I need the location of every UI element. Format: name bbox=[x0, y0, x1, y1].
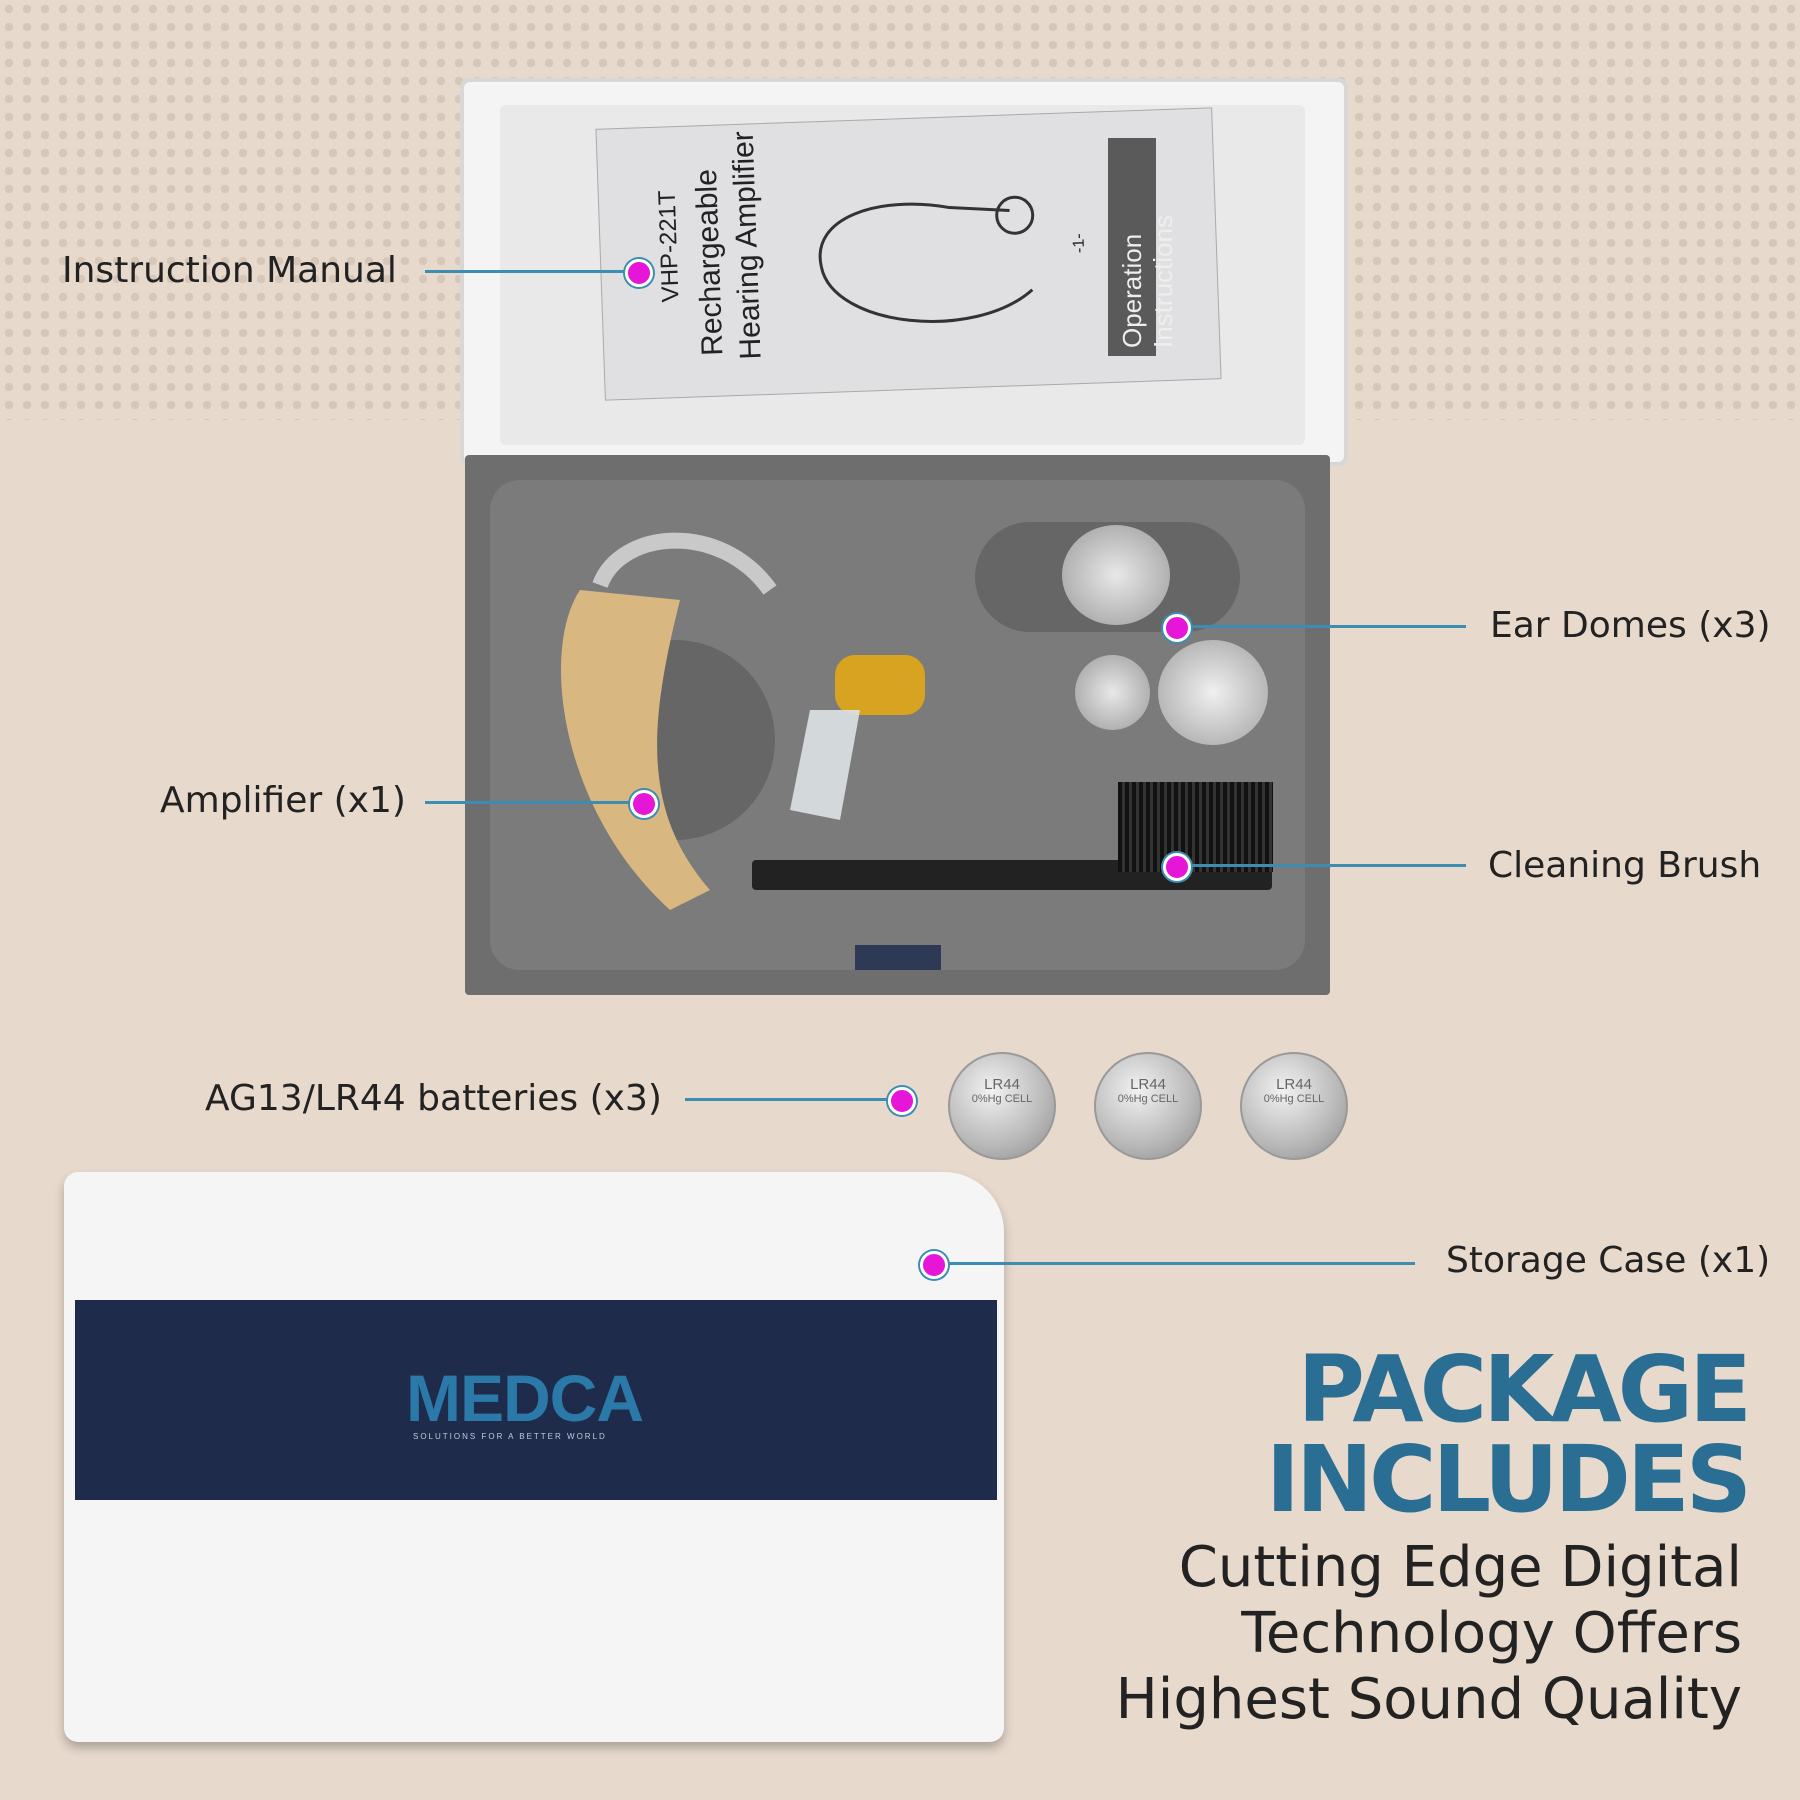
subheading-line3: Highest Sound Quality bbox=[1115, 1667, 1742, 1732]
ear-dome-small bbox=[1075, 655, 1150, 730]
callout-storage-case: Storage Case (x1) bbox=[1446, 1240, 1771, 1281]
hearing-aid-drawing-icon bbox=[818, 195, 1035, 323]
operation-instructions-box: Operation Instructions bbox=[1108, 138, 1178, 356]
callout-line-amplifier bbox=[425, 801, 640, 804]
amplifier-device bbox=[560, 532, 925, 910]
brand-tagline: SOLUTIONS FOR A BETTER WORLD bbox=[413, 1432, 607, 1441]
callout-instruction-manual: Instruction Manual bbox=[62, 250, 397, 291]
manual-title-line2: Hearing Amplifier bbox=[726, 130, 768, 361]
case-latch bbox=[855, 945, 941, 970]
ear-dome-medium bbox=[1158, 640, 1268, 745]
ear-dome-large bbox=[1062, 525, 1170, 625]
callout-dot-domes bbox=[1163, 614, 1191, 642]
battery-3-sub: 0%Hg CELL bbox=[1263, 1093, 1325, 1105]
battery-3: LR44 0%Hg CELL bbox=[1240, 1052, 1348, 1160]
callout-batteries: AG13/LR44 batteries (x3) bbox=[205, 1078, 662, 1119]
headline-line1: PACKAGE bbox=[1297, 1336, 1752, 1443]
battery-3-label: LR44 bbox=[1276, 1076, 1312, 1093]
battery-2-label: LR44 bbox=[1130, 1076, 1166, 1093]
subheading-line1: Cutting Edge Digital bbox=[1178, 1535, 1742, 1600]
battery-2-sub: 0%Hg CELL bbox=[1117, 1093, 1179, 1105]
callout-line-case bbox=[940, 1262, 1415, 1265]
manual-title-line1: Rechargeable bbox=[689, 168, 730, 357]
callout-line-domes bbox=[1178, 625, 1466, 628]
instruction-manual: VHP-221T Rechargeable Hearing Amplifier … bbox=[595, 107, 1222, 401]
cleaning-brush-bristles bbox=[1118, 782, 1273, 872]
callout-line-manual bbox=[425, 270, 635, 273]
callout-dot-amplifier bbox=[630, 790, 658, 818]
callout-ear-domes: Ear Domes (x3) bbox=[1490, 605, 1771, 646]
subheading-line2: Technology Offers bbox=[1241, 1601, 1742, 1666]
callout-line-batteries bbox=[685, 1098, 895, 1101]
callout-dot-brush bbox=[1163, 853, 1191, 881]
battery-1-sub: 0%Hg CELL bbox=[971, 1093, 1033, 1105]
case-band bbox=[75, 1300, 997, 1500]
callout-dot-case bbox=[920, 1251, 948, 1279]
manual-page-number: -1- bbox=[1070, 233, 1089, 254]
battery-1: LR44 0%Hg CELL bbox=[948, 1052, 1056, 1160]
callout-amplifier: Amplifier (x1) bbox=[160, 780, 406, 821]
callout-dot-manual bbox=[625, 259, 653, 287]
manual-model: VHP-221T bbox=[653, 189, 685, 303]
battery-1-label: LR44 bbox=[984, 1076, 1020, 1093]
headline-line2: INCLUDES bbox=[1265, 1426, 1752, 1533]
operation-instructions-text: Operation Instructions bbox=[1117, 215, 1178, 348]
battery-2: LR44 0%Hg CELL bbox=[1094, 1052, 1202, 1160]
callout-dot-batteries bbox=[888, 1087, 916, 1115]
callout-line-brush bbox=[1178, 864, 1466, 867]
callout-cleaning-brush: Cleaning Brush bbox=[1488, 845, 1762, 886]
brand-logo: MEDCA bbox=[406, 1361, 644, 1435]
